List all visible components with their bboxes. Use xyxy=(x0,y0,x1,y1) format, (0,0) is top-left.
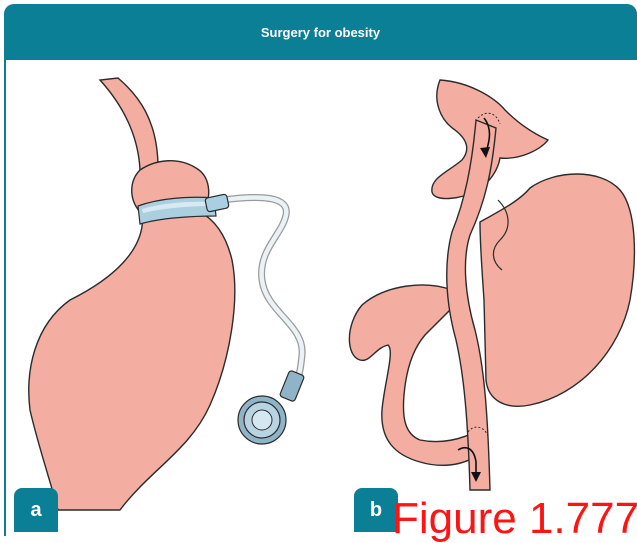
panel-a-illustration xyxy=(29,78,305,510)
panel-b-illustration xyxy=(349,80,634,490)
panel-label-a: a xyxy=(14,488,58,532)
access-port xyxy=(238,370,305,444)
stomach-lower-pouch xyxy=(29,210,235,510)
esophagus xyxy=(100,78,158,170)
remnant-stomach xyxy=(480,174,634,406)
figure-number: Figure 1.777 xyxy=(392,497,637,541)
